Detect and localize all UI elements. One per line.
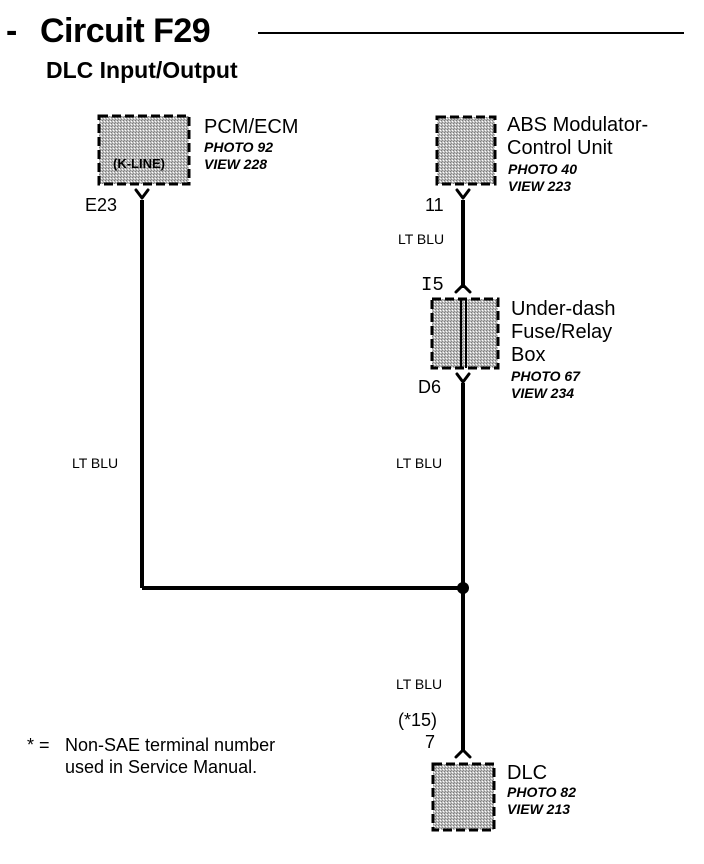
dlc-view: VIEW 213 — [507, 801, 571, 817]
pin-d6: D6 — [418, 377, 442, 397]
pin-dlc-alt: (*15) — [398, 710, 438, 730]
fuse-name-line1: Under-dash — [511, 298, 616, 320]
abs-name-line1: ABS Modulator- — [507, 114, 649, 136]
pin-i5: I5 — [421, 274, 444, 296]
footnote-line2: used in Service Manual. — [65, 757, 258, 777]
fuse-relay-box-component — [430, 297, 500, 370]
wire-label-splice-dlc: LT BLU — [396, 676, 443, 692]
pcm-name: PCM/ECM — [204, 116, 299, 138]
abs-view: VIEW 223 — [508, 178, 572, 194]
footnote-symbol: * = — [27, 735, 50, 755]
pin-7: 7 — [425, 732, 436, 752]
wires — [140, 200, 465, 752]
pcm-ecm-component — [97, 114, 191, 186]
title-dash: - — [6, 12, 17, 50]
wire-label-abs-fuse: LT BLU — [398, 231, 445, 247]
fuse-photo: PHOTO 67 — [511, 368, 580, 384]
wire-label-fuse-splice: LT BLU — [396, 455, 443, 471]
pcm-photo: PHOTO 92 — [204, 139, 273, 155]
abs-photo: PHOTO 40 — [508, 161, 577, 177]
fuse-view: VIEW 234 — [511, 385, 575, 401]
abs-name-line2: Control Unit — [507, 137, 613, 159]
fuse-name-line2: Fuse/Relay — [511, 321, 613, 343]
footnote-line1: Non-SAE terminal number — [65, 735, 276, 755]
pin-11: 11 — [425, 195, 444, 215]
terminal-fuse-d6 — [455, 372, 471, 384]
page-title: Circuit F29 — [40, 12, 211, 50]
dlc-name: DLC — [507, 762, 548, 784]
pcm-inner-label: (K-LINE) — [113, 156, 165, 171]
terminals — [134, 188, 472, 759]
terminal-dlc-7 — [454, 748, 472, 759]
pin-e23: E23 — [85, 195, 118, 215]
dlc-photo: PHOTO 82 — [507, 784, 576, 800]
terminal-abs-11 — [455, 188, 471, 200]
terminal-pcm-e23 — [134, 188, 150, 200]
abs-modulator-component — [435, 115, 497, 186]
terminal-fuse-i5 — [454, 283, 472, 294]
fuse-name-line3: Box — [511, 344, 546, 366]
pcm-view: VIEW 228 — [204, 156, 268, 172]
dlc-component — [431, 762, 496, 832]
page-subtitle: DLC Input/Output — [46, 57, 238, 83]
wire-label-pcm-splice: LT BLU — [72, 455, 119, 471]
splice-point — [457, 582, 469, 594]
